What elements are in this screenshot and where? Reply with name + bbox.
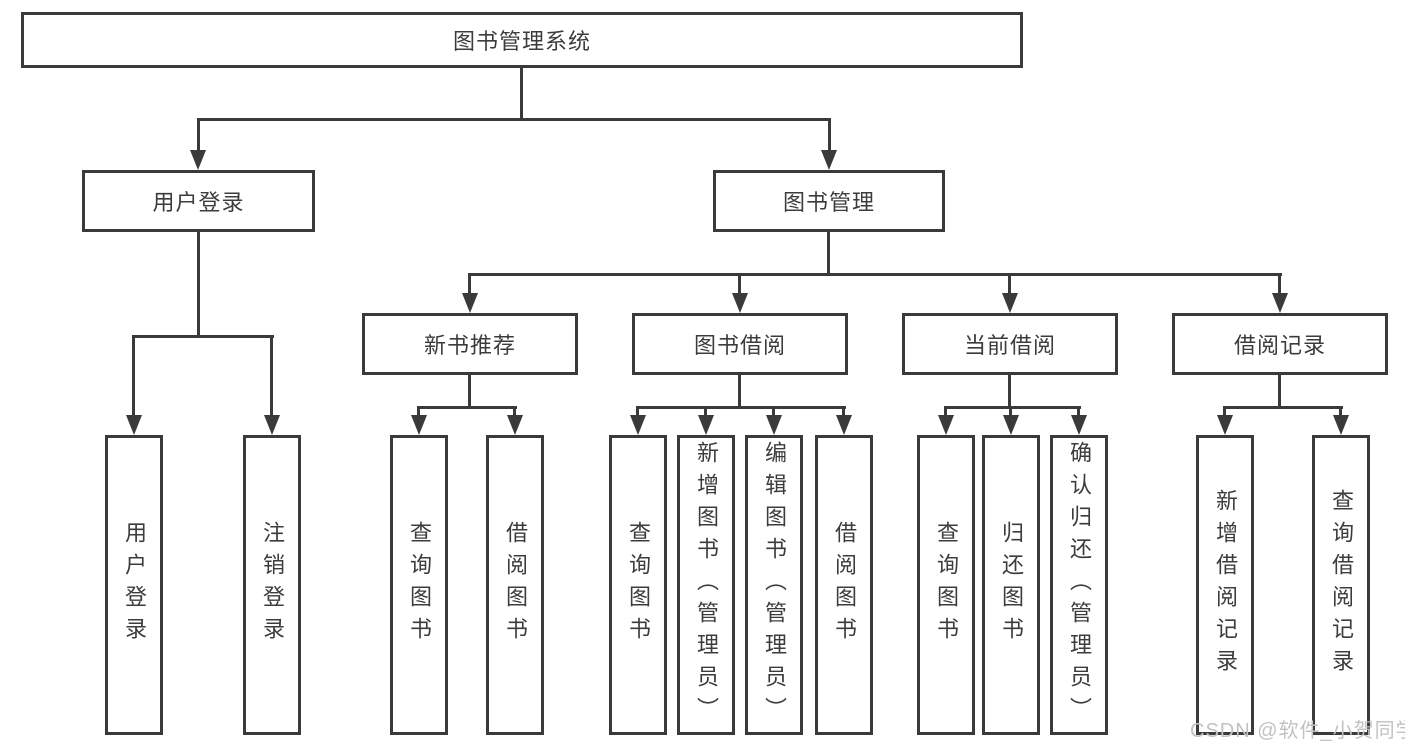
connector-line (772, 406, 775, 418)
connector-line (197, 118, 200, 151)
connector-line (1339, 406, 1342, 418)
arrow-down-icon (1217, 415, 1233, 435)
leaf-add-book-admin: 新增图书（管理员） (677, 435, 735, 735)
watermark: CSDN @软件_小贺同学 (1190, 720, 1405, 742)
leaf-user-login: 用户登录 (105, 435, 163, 735)
node-book-borrowing: 图书借阅 (632, 313, 848, 375)
connector-line (842, 406, 845, 418)
connector-line (1223, 406, 1226, 418)
connector-line (197, 232, 200, 335)
arrow-down-icon (264, 415, 280, 435)
connector-line (132, 335, 135, 416)
node-current-borrowing: 当前借阅 (902, 313, 1118, 375)
connector-line (738, 273, 741, 295)
leaf-borrow-books: 借阅图书 (486, 435, 544, 735)
leaf-logout: 注销登录 (243, 435, 301, 735)
arrow-down-icon (1003, 415, 1019, 435)
arrow-down-icon (938, 415, 954, 435)
arrow-down-icon (190, 150, 206, 170)
connector-line (636, 406, 846, 409)
connector-line (1008, 273, 1011, 295)
node-user-login: 用户登录 (82, 170, 315, 232)
connector-line (636, 406, 639, 418)
connector-line (270, 335, 273, 416)
arrow-down-icon (836, 415, 852, 435)
arrow-down-icon (630, 415, 646, 435)
arrow-down-icon (698, 415, 714, 435)
arrow-down-icon (1002, 293, 1018, 313)
leaf-return-books: 归还图书 (982, 435, 1040, 735)
connector-line (828, 118, 831, 151)
arrow-down-icon (126, 415, 142, 435)
node-new-book-recommendation: 新书推荐 (362, 313, 578, 375)
connector-line (468, 375, 471, 406)
leaf-add-borrow-record: 新增借阅记录 (1196, 435, 1254, 735)
connector-line (417, 406, 420, 418)
connector-line (1077, 406, 1080, 418)
connector-line (468, 273, 1282, 276)
connector-line (1223, 406, 1343, 409)
arrow-down-icon (1272, 293, 1288, 313)
connector-line (197, 118, 831, 121)
connector-line (944, 406, 1081, 409)
arrow-down-icon (507, 415, 523, 435)
connector-line (704, 406, 707, 418)
arrow-down-icon (1071, 415, 1087, 435)
connector-line (132, 335, 274, 338)
connector-line (513, 406, 516, 418)
connector-line (468, 273, 471, 295)
connector-line (944, 406, 947, 418)
connector-line (1008, 375, 1011, 406)
connector-line (417, 406, 517, 409)
node-library-management-system: 图书管理系统 (21, 12, 1023, 68)
arrow-down-icon (821, 150, 837, 170)
arrow-down-icon (766, 415, 782, 435)
leaf-confirm-return-admin: 确认归还（管理员） (1050, 435, 1108, 735)
connector-line (520, 68, 523, 118)
arrow-down-icon (1333, 415, 1349, 435)
leaf-query-borrow-record: 查询借阅记录 (1312, 435, 1370, 735)
leaf-edit-book-admin: 编辑图书（管理员） (745, 435, 803, 735)
connector-line (1278, 375, 1281, 406)
leaf-query-books: 查询图书 (609, 435, 667, 735)
connector-line (827, 232, 830, 273)
arrow-down-icon (462, 293, 478, 313)
node-borrowing-records: 借阅记录 (1172, 313, 1388, 375)
connector-line (1009, 406, 1012, 418)
connector-line (1278, 273, 1281, 295)
leaf-borrow-books: 借阅图书 (815, 435, 873, 735)
arrow-down-icon (732, 293, 748, 313)
arrow-down-icon (411, 415, 427, 435)
connector-line (738, 375, 741, 406)
node-book-management: 图书管理 (713, 170, 945, 232)
leaf-query-books: 查询图书 (917, 435, 975, 735)
leaf-query-books: 查询图书 (390, 435, 448, 735)
